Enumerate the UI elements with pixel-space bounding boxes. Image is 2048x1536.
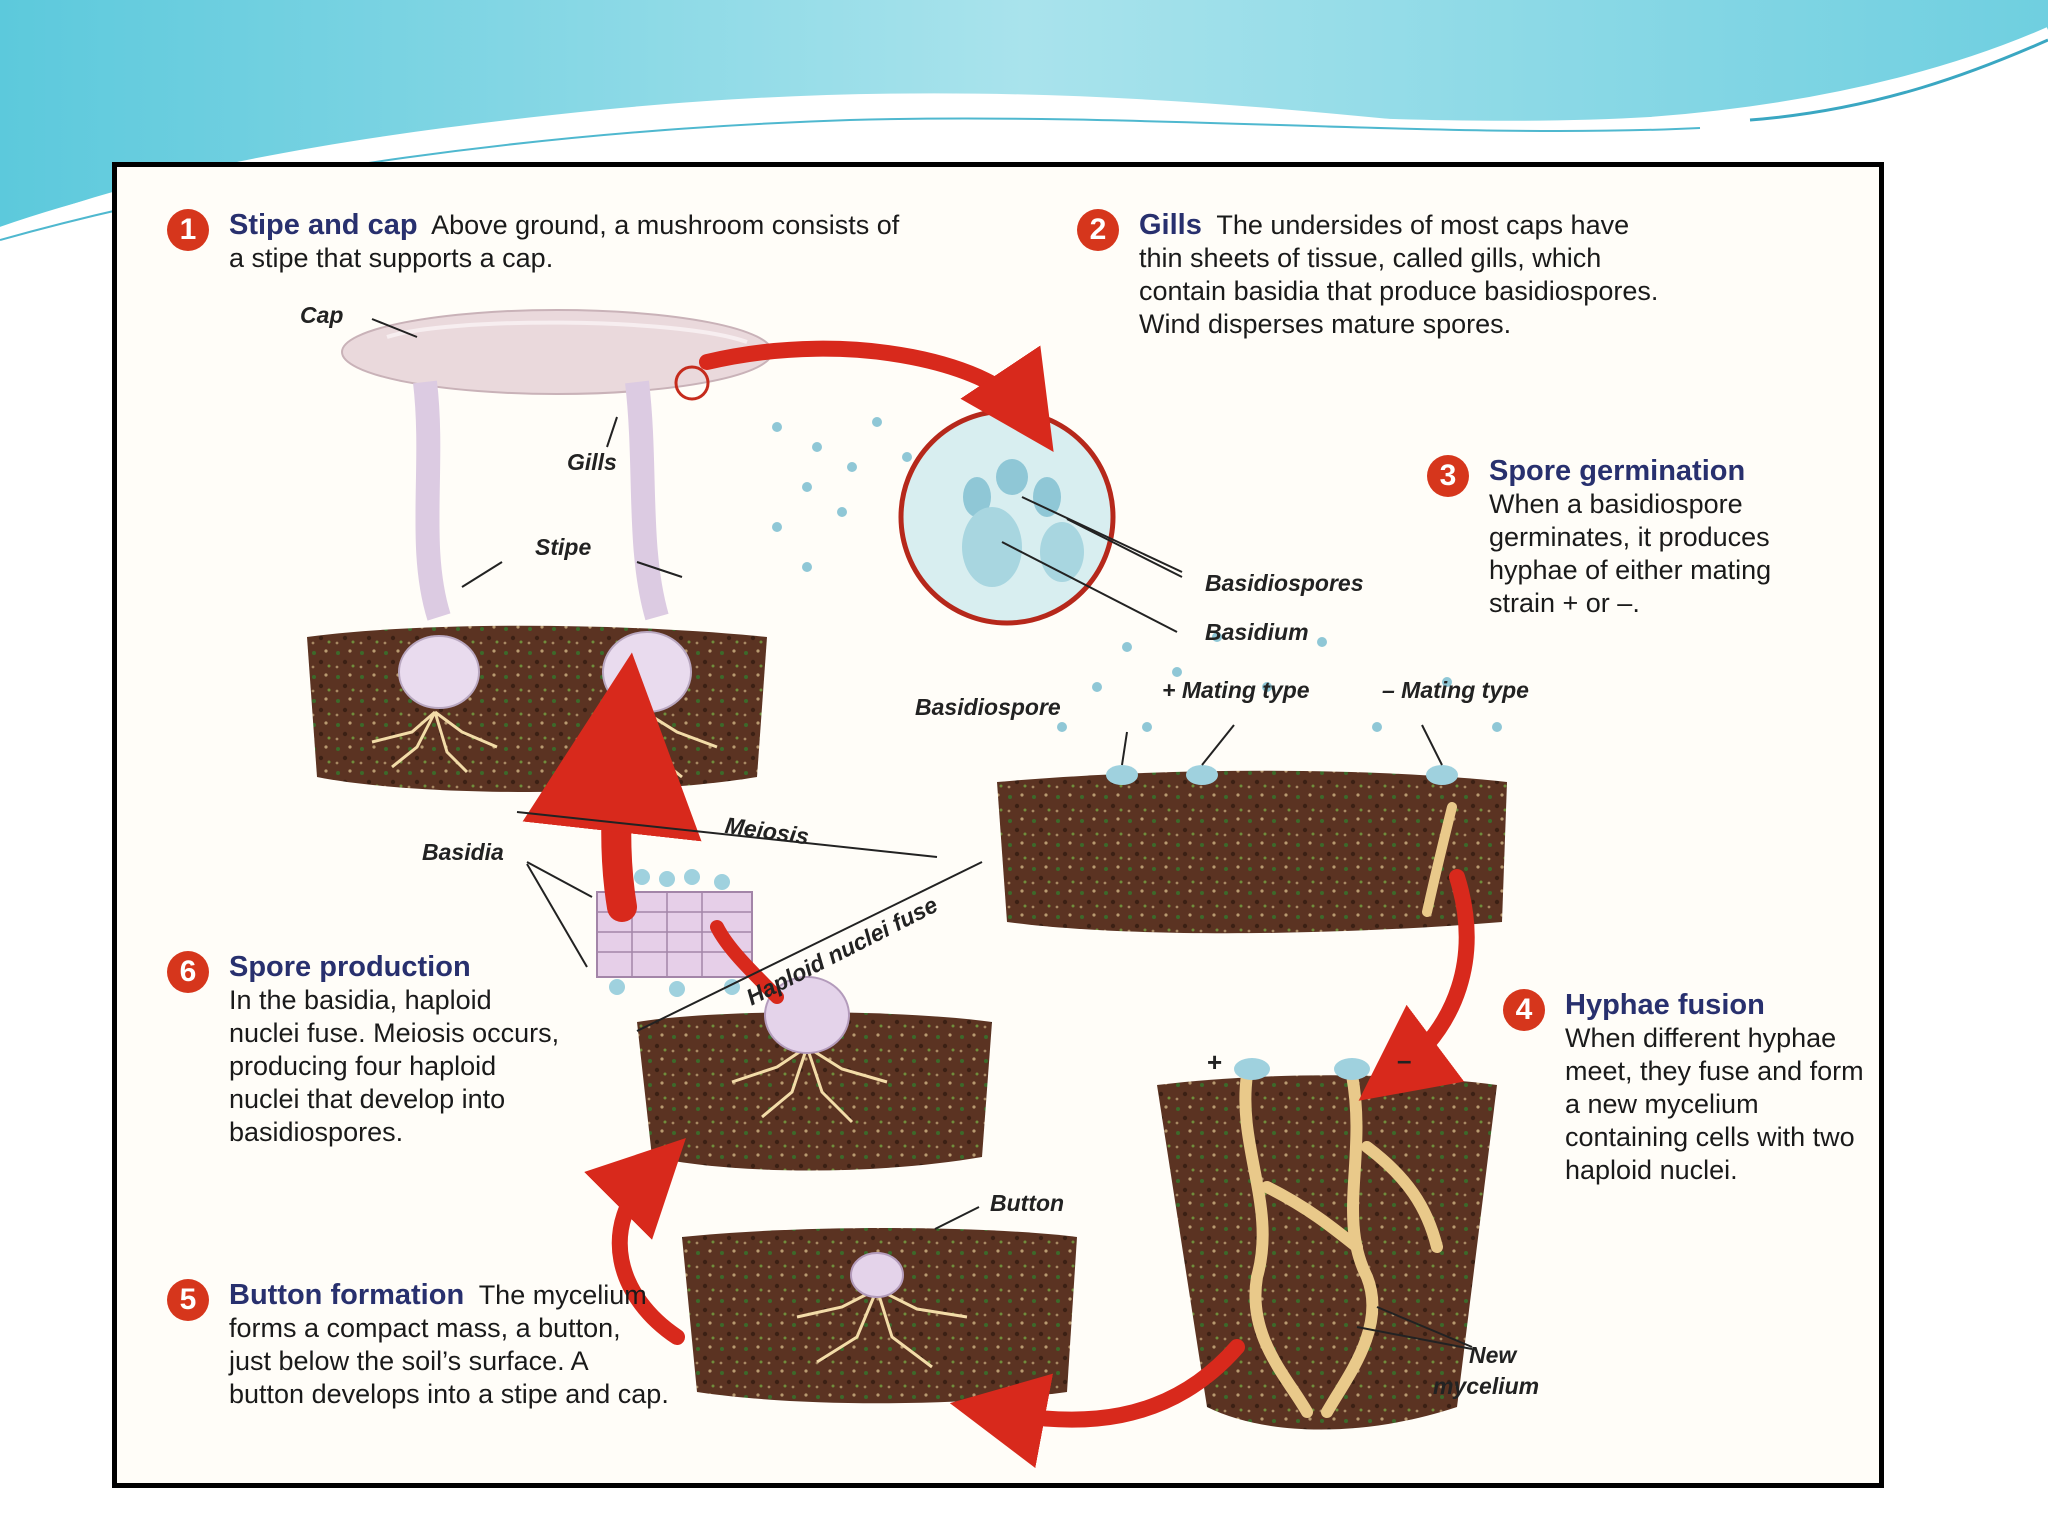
step-description: The undersides of most caps have thin sh…	[1139, 210, 1659, 339]
small-button	[850, 1252, 904, 1298]
label-new-mycelium-line1: New	[1469, 1342, 1517, 1368]
step-heading: Gills	[1139, 209, 1202, 241]
label-new-mycelium-line2: mycelium	[1433, 1373, 1540, 1399]
step-description: When a basidiospore germinates, it produ…	[1489, 489, 1772, 618]
hyphae-network	[1239, 802, 1457, 1418]
label-minus-sign: –	[1397, 1045, 1412, 1075]
step-number-badge: 6	[167, 951, 209, 993]
label-basidiospore: Basidiospore	[915, 694, 1061, 720]
label-button: Button	[990, 1190, 1065, 1216]
soil-mushroom	[307, 625, 767, 792]
label-plus-sign: +	[1207, 1047, 1223, 1077]
label-stipe: Stipe	[535, 534, 592, 560]
step-description: The mycelium forms a compact mass, a but…	[229, 1280, 669, 1409]
label-minus-mating-type: – Mating type	[1382, 677, 1529, 703]
dispersed-spores	[772, 417, 1502, 732]
step-heading: Spore production	[229, 951, 471, 983]
label-gills: Gills	[567, 449, 617, 475]
step-number-badge: 1	[167, 209, 209, 251]
label-plus-mating-type: + Mating type	[1162, 677, 1310, 703]
soil-germination	[997, 770, 1507, 934]
fungus-lifecycle-illustration	[307, 309, 1507, 1469]
step-heading: Button formation	[229, 1279, 465, 1311]
step-number-badge: 5	[167, 1279, 209, 1321]
step-number-badge: 3	[1427, 455, 1469, 497]
diagram-frame: 1 Stipe and cap Above ground, a mushroom…	[112, 162, 1884, 1488]
soil-spore-production	[637, 1012, 992, 1171]
step-heading: Hyphae fusion	[1565, 989, 1765, 1021]
soil-button	[682, 1228, 1077, 1404]
step-heading: Spore germination	[1489, 455, 1746, 487]
step-heading: Stipe and cap	[229, 209, 418, 241]
cycle-arrows	[522, 340, 1475, 1469]
label-basidia: Basidia	[422, 839, 504, 865]
label-basidiospores: Basidiospores	[1205, 570, 1364, 596]
step-description: Above ground, a mushroom consists of a s…	[229, 210, 900, 273]
basidium-zoom	[898, 408, 1183, 633]
label-cap: Cap	[300, 302, 344, 328]
step-description: When different hyphae meet, they fuse an…	[1565, 1023, 1864, 1185]
label-basidium: Basidium	[1205, 619, 1309, 645]
leader-lines	[371, 318, 1473, 1350]
emerging-button	[764, 976, 850, 1054]
step-number-badge: 2	[1077, 209, 1119, 251]
step-number-badge: 4	[1503, 989, 1545, 1031]
step-description: In the basidia, haploid nuclei fuse. Mei…	[229, 985, 560, 1147]
